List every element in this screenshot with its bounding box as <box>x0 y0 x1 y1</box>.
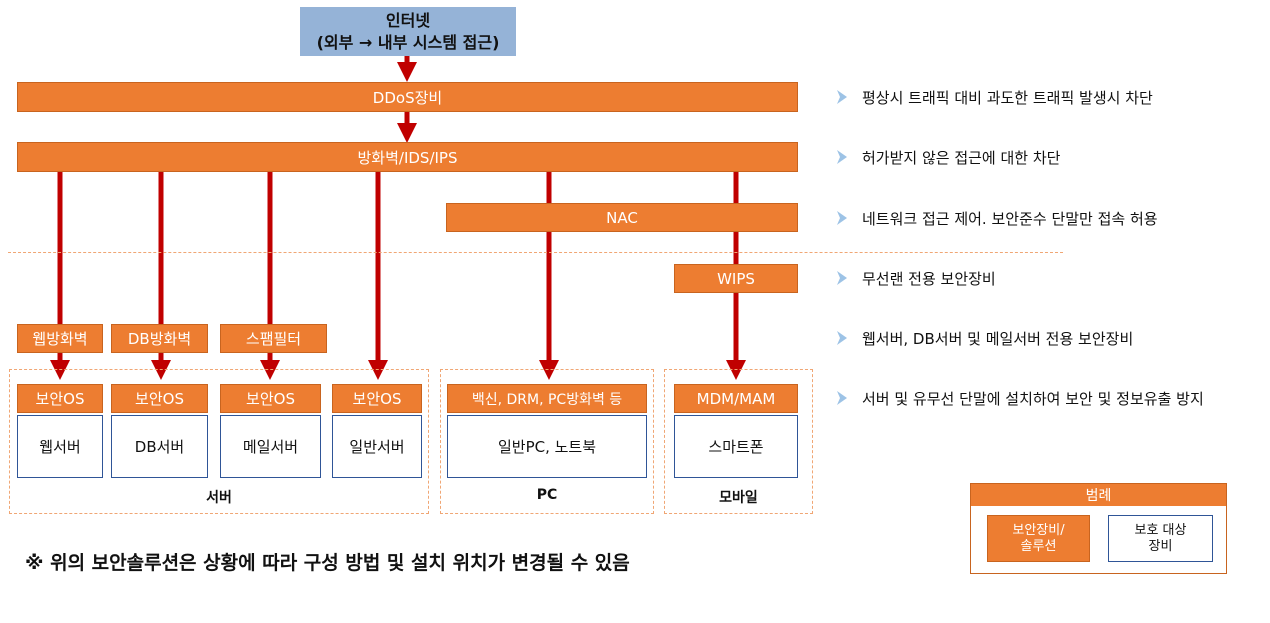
server-solution-label: 보안OS <box>246 390 295 408</box>
pc-device-box: 일반PC, 노트북 <box>447 415 647 478</box>
legend-title: 범례 <box>971 484 1226 506</box>
mobile-device-box: 스마트폰 <box>674 415 798 478</box>
server-device-db: DB서버 <box>111 415 208 478</box>
ddos-label: DDoS장비 <box>372 88 443 107</box>
description-nac: 네트워크 접근 제어. 보안준수 단말만 접속 허용 <box>834 207 1158 229</box>
ddos-bar: DDoS장비 <box>17 82 798 112</box>
spam-filter-label: 스팸필터 <box>245 330 302 348</box>
server-solution-4: 보안OS <box>332 384 422 413</box>
wips-bar: WIPS <box>674 264 798 293</box>
server-solution-label: 보안OS <box>135 390 184 408</box>
server-solution-2: 보안OS <box>111 384 208 413</box>
pc-device-label: 일반PC, 노트북 <box>497 438 597 456</box>
description-wips: 무선랜 전용 보안장비 <box>834 267 996 289</box>
nac-label: NAC <box>606 208 638 227</box>
mobile-group <box>664 369 813 514</box>
chevron-right-icon <box>837 391 847 405</box>
legend-solution-swatch: 보안장비/ 솔루션 <box>987 515 1090 562</box>
wips-label: WIPS <box>717 269 755 288</box>
chevron-right-icon <box>837 90 847 104</box>
pc-solution-box: 백신, DRM, PC방화벽 등 <box>447 384 647 413</box>
server-solution-label: 보안OS <box>352 390 402 408</box>
chevron-right-icon <box>837 331 847 345</box>
mobile-device-label: 스마트폰 <box>708 438 764 456</box>
firewall-label: 방화벽/IDS/IPS <box>357 148 458 167</box>
description-firewall: 허가받지 않은 접근에 대한 차단 <box>834 146 1060 168</box>
footnote: ※ 위의 보안솔루션은 상황에 따라 구성 방법 및 설치 위치가 변경될 수 … <box>25 552 630 574</box>
server-solution-1: 보안OS <box>17 384 103 413</box>
chevron-right-icon <box>837 211 847 225</box>
db-firewall-box: DB방화벽 <box>111 324 208 353</box>
server-device-general: 일반서버 <box>332 415 422 478</box>
internet-subtitle: (외부 → 내부 시스템 접근) <box>316 32 500 52</box>
internet-box: 인터넷 (외부 → 내부 시스템 접근) <box>300 7 516 56</box>
web-firewall-label: 웹방화벽 <box>32 330 88 348</box>
db-firewall-label: DB방화벽 <box>127 330 192 348</box>
server-device-label: 메일서버 <box>242 438 299 456</box>
chevron-right-icon <box>837 150 847 164</box>
mobile-solution-box: MDM/MAM <box>674 384 798 413</box>
web-firewall-box: 웹방화벽 <box>17 324 103 353</box>
server-group <box>9 369 429 514</box>
server-solution-label: 보안OS <box>35 390 85 408</box>
pc-group <box>440 369 654 514</box>
description-filters: 웹서버, DB서버 및 메일서버 전용 보안장비 <box>834 327 1133 349</box>
internet-title: 인터넷 <box>385 10 431 30</box>
description-endpoint: 서버 및 유무선 단말에 설치하여 보안 및 정보유출 방지 <box>834 387 1204 409</box>
server-device-label: 일반서버 <box>349 438 405 456</box>
server-device-mail: 메일서버 <box>220 415 321 478</box>
mobile-solution-label: MDM/MAM <box>696 389 776 408</box>
mobile-group-label: 모바일 <box>719 490 758 506</box>
spam-filter-box: 스팸필터 <box>220 324 327 353</box>
server-solution-3: 보안OS <box>220 384 321 413</box>
description-ddos: 평상시 트래픽 대비 과도한 트래픽 발생시 차단 <box>834 86 1153 108</box>
firewall-bar: 방화벽/IDS/IPS <box>17 142 798 172</box>
chevron-right-icon <box>837 271 847 285</box>
network-boundary-line <box>8 252 1063 253</box>
server-device-web: 웹서버 <box>17 415 103 478</box>
server-group-label: 서버 <box>206 490 232 506</box>
pc-solution-label: 백신, DRM, PC방화벽 등 <box>471 391 623 408</box>
server-device-label: DB서버 <box>134 438 185 456</box>
nac-bar: NAC <box>446 203 798 232</box>
pc-group-label: PC <box>536 487 558 503</box>
server-device-label: 웹서버 <box>39 438 81 456</box>
legend-device-swatch: 보호 대상 장비 <box>1108 515 1213 562</box>
